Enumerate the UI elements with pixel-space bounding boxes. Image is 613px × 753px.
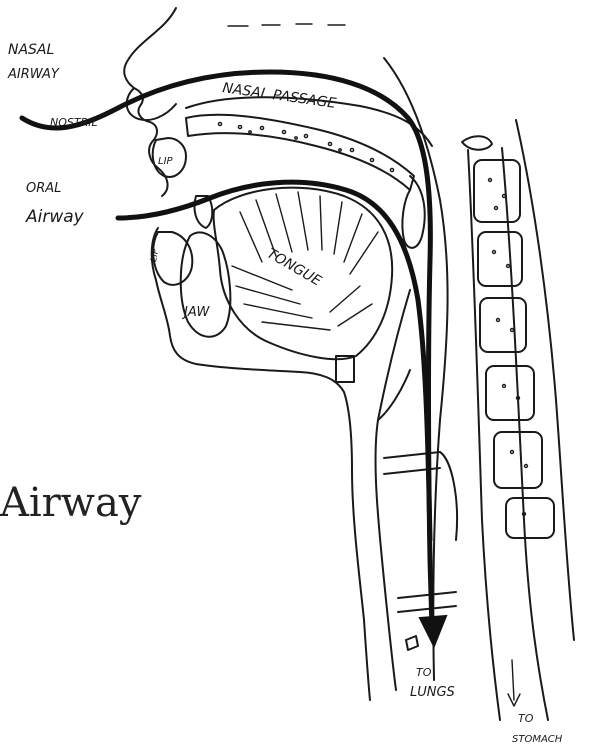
to-lungs-label-line2: LUNGS: [410, 685, 455, 700]
nasal-airway-path: [22, 72, 432, 628]
slide-title-fragment: Airway: [0, 480, 141, 526]
nasal-passage-label: NASAL PASSAGE: [221, 80, 337, 112]
spine-outline: [516, 120, 574, 640]
cartilage-piece: [406, 636, 418, 650]
trachea-front-wall: [376, 290, 410, 690]
vertebrae: [474, 160, 554, 538]
stomach-arrow-shaft: [512, 660, 514, 700]
esophagus-wall-back: [502, 148, 548, 720]
to-lungs-label-line1: TO: [416, 666, 432, 679]
nasal-airway-label-line2: AIRWAY: [7, 67, 60, 82]
nostril-label: NOSTRIL: [50, 116, 98, 129]
skull-dash-line: [228, 24, 345, 26]
pharynx-back-wall: [384, 58, 448, 680]
vertebra-cap: [462, 136, 492, 150]
lungs-arrowhead: [420, 616, 446, 646]
oral-airway-label-line1: ORAL: [26, 181, 61, 196]
trachea-rings: [384, 452, 457, 612]
nasal-airway-label-line1: NASAL: [8, 42, 54, 58]
upper-lip-label: LIP: [158, 156, 174, 167]
tongue-hatching: [232, 192, 378, 330]
lower-lip-label: LIP: [149, 247, 161, 262]
jaw-label: JAW: [181, 305, 210, 320]
face-profile-outline: [124, 8, 370, 700]
to-stomach-label-line2: STOMACH: [512, 734, 563, 745]
oral-airway-path: [118, 182, 430, 540]
oral-airway-label-line2: Airway: [25, 207, 85, 227]
to-stomach-label-line1: TO: [518, 712, 534, 725]
